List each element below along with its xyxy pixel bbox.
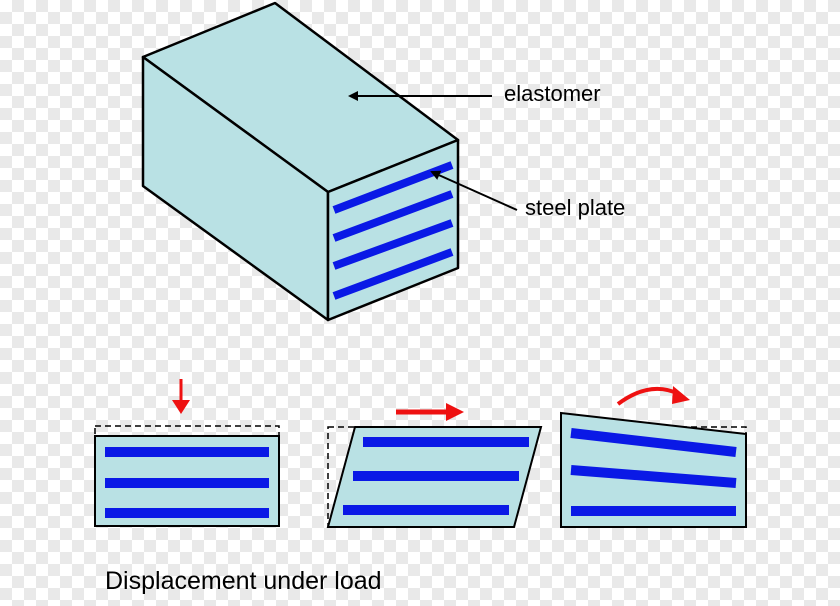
steel-plate-pointer-arrow xyxy=(430,170,518,211)
curved-arrow-icon xyxy=(616,386,690,406)
arrow-right-icon xyxy=(396,403,464,421)
bearing-block xyxy=(141,1,460,322)
diagram-caption: Displacement under load xyxy=(105,567,382,595)
steel-plate-layer xyxy=(570,465,737,488)
steel-plate-layer xyxy=(332,248,454,300)
compression-panel xyxy=(94,379,280,527)
block-steel-plates xyxy=(332,161,454,300)
block-front-face xyxy=(326,138,460,322)
arrow-down-icon xyxy=(172,379,190,414)
rotation-panel xyxy=(560,386,747,528)
steel-plate-layer xyxy=(570,428,737,457)
steel-plate-layer xyxy=(332,190,454,242)
elastomer-label: elastomer xyxy=(504,81,601,106)
steel-plate-layer xyxy=(332,219,454,270)
shear-panel xyxy=(326,403,543,528)
steel-plate-label: steel plate xyxy=(525,195,625,220)
